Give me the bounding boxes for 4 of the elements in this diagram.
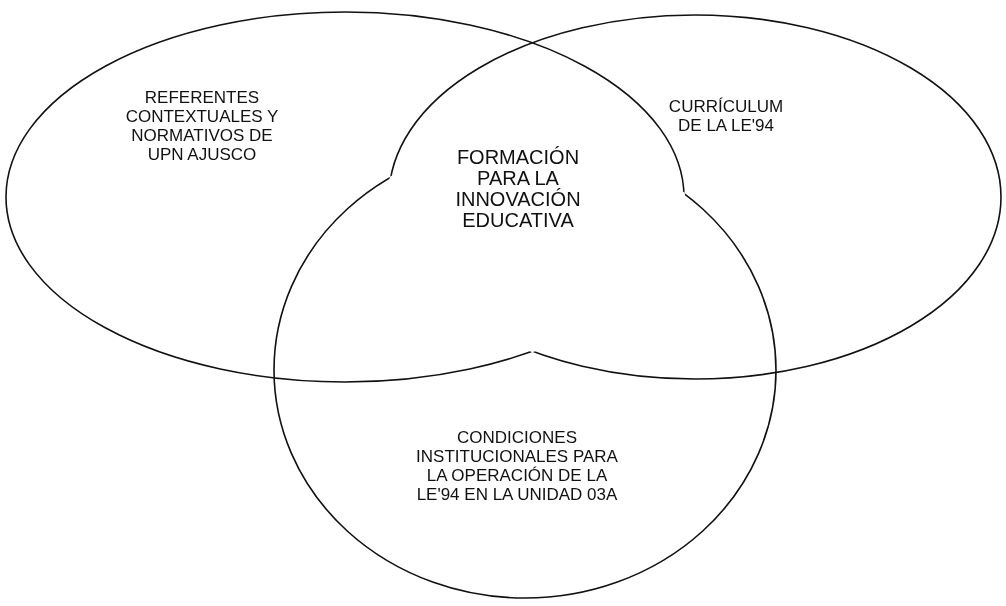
ellipse-label: CONDICIONES INSTITUCIONALES PARA LA OPERACIÓN DE LA LE'94 EN LA UNIDAD 03A [415, 428, 619, 504]
ellipse-label: REFERENTES CONTEXTUALES Y NORMATIVOS DE UPN AJUSCO [124, 88, 280, 164]
ellipse-label: CURRÍCULUM DE LA LE'94 [667, 97, 785, 135]
overlap-label: FORMACIÓN PARA LA INNOVACIÓN EDUCATIVA [454, 147, 582, 231]
